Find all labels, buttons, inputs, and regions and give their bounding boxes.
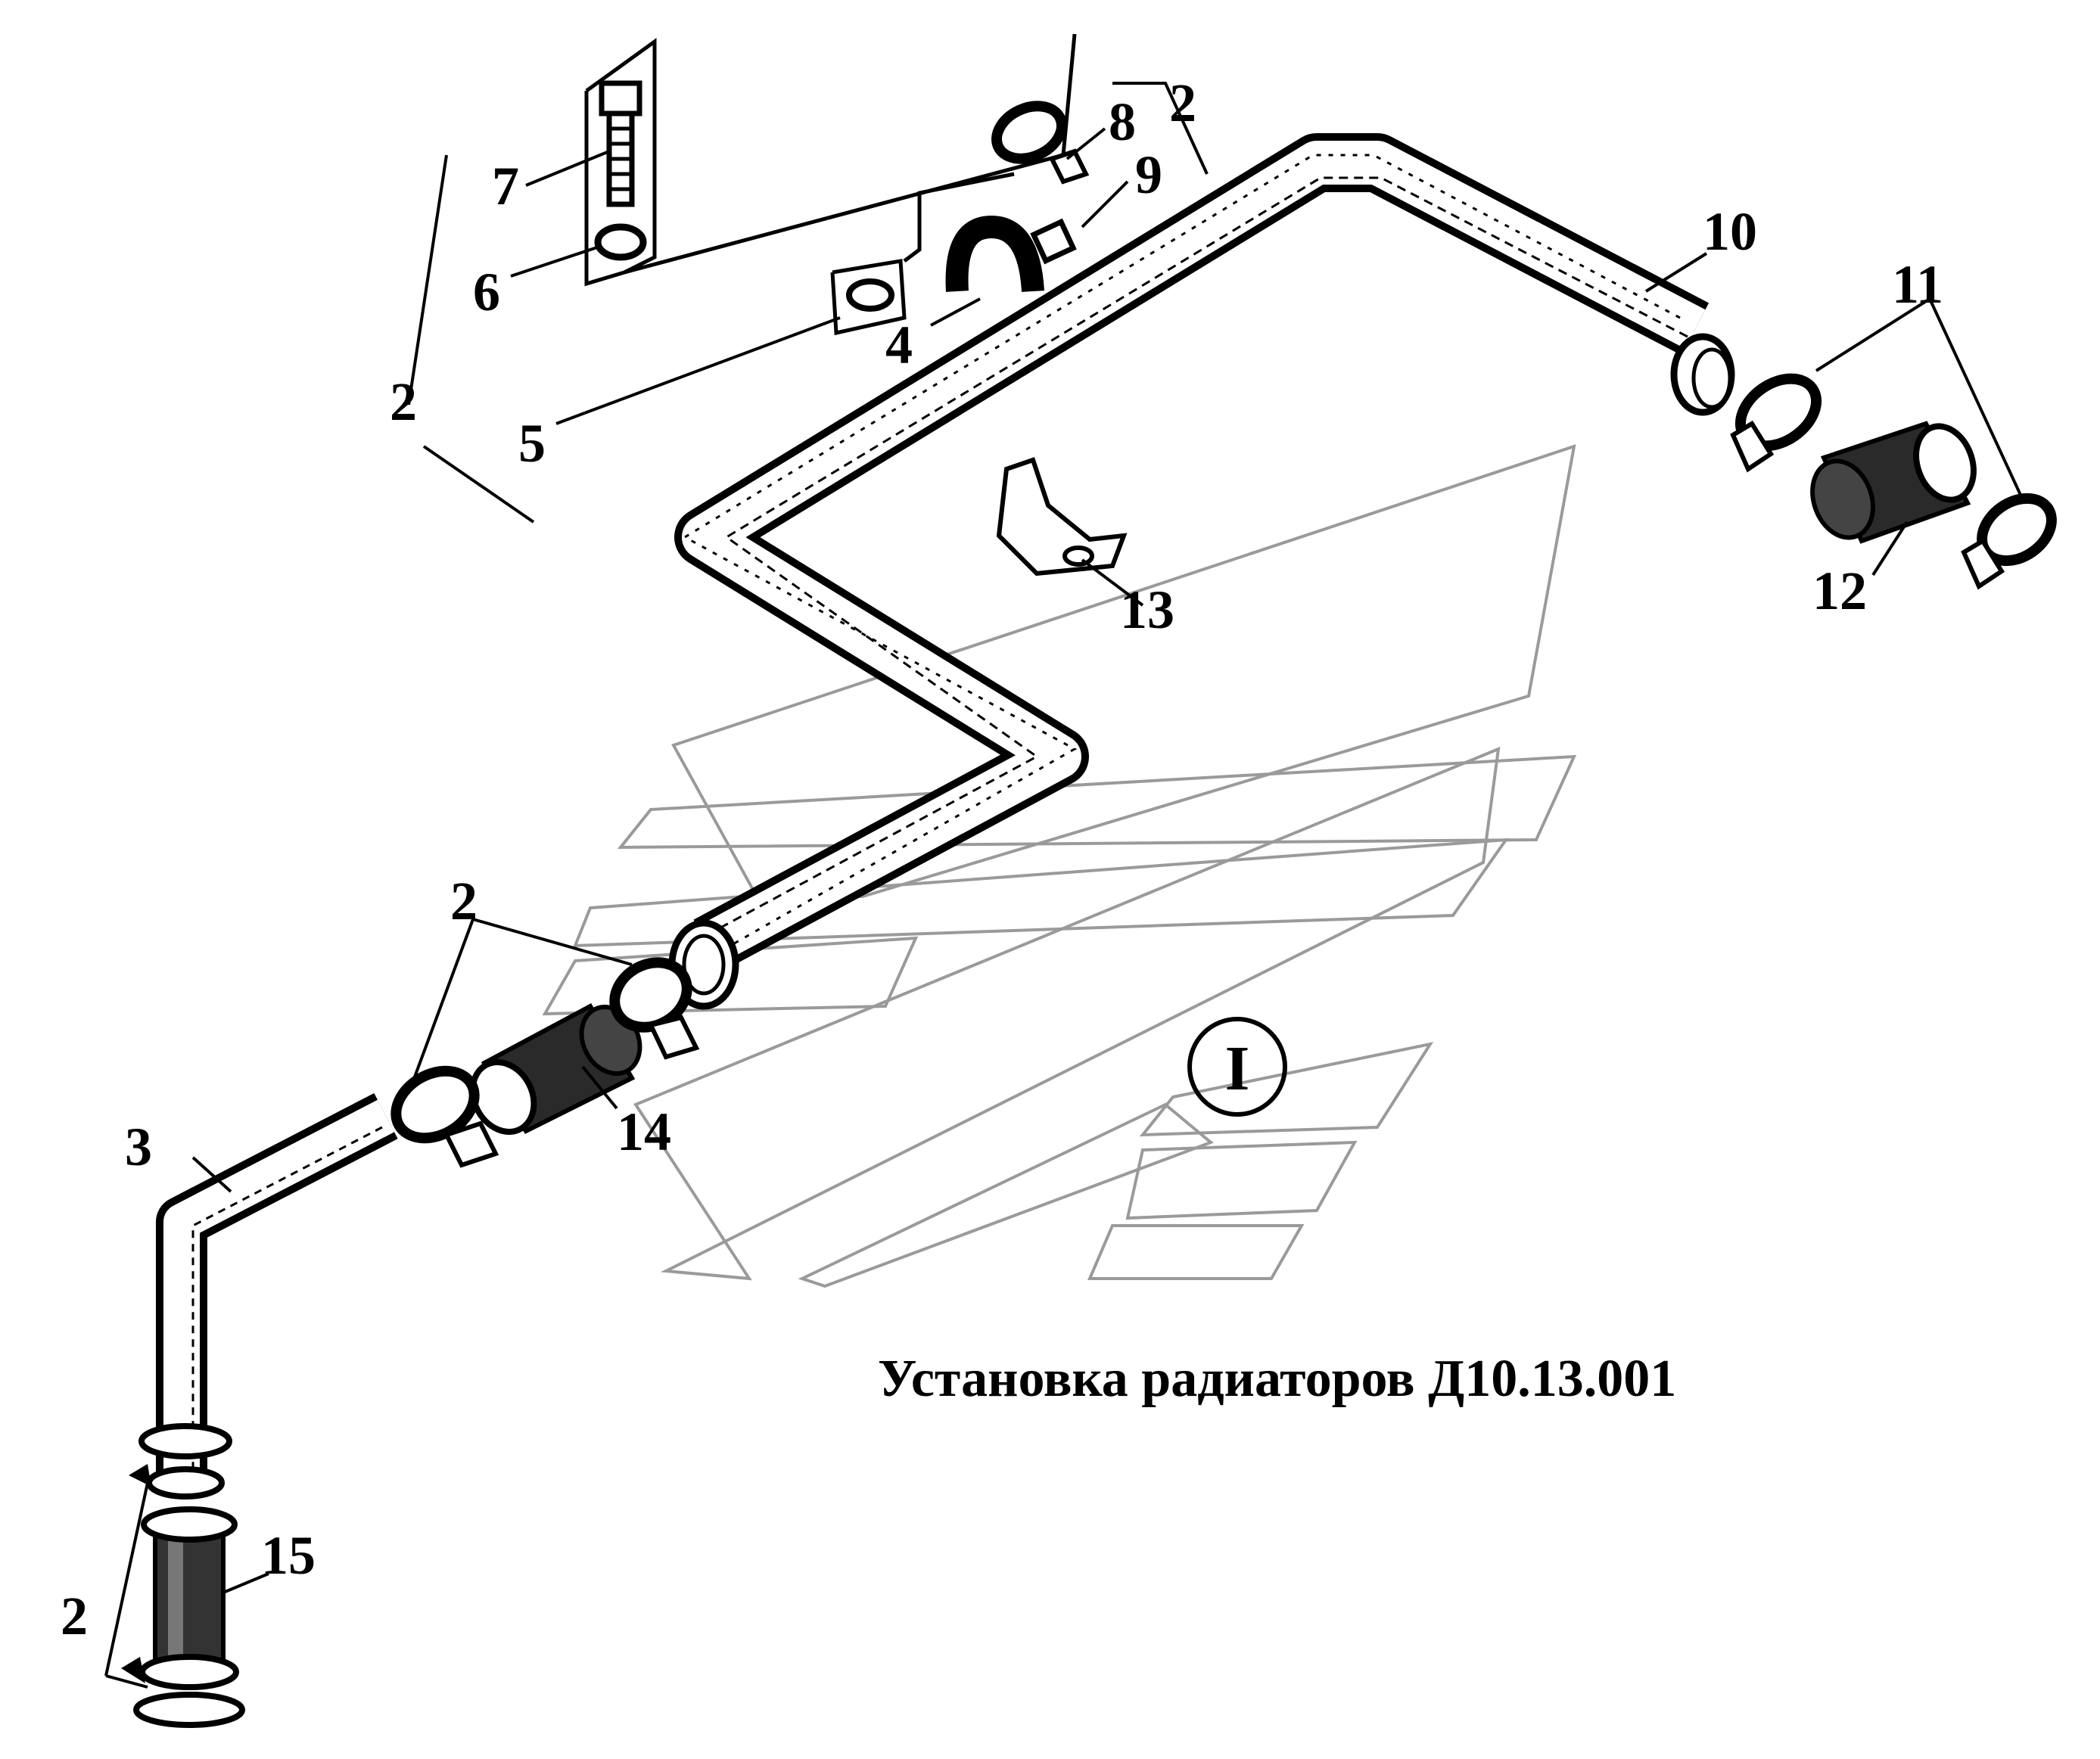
hose-15 [121,1464,245,1728]
bracket-13 [996,457,1128,576]
plate-5 [830,172,1015,336]
callout-3: 3 [125,1117,152,1177]
clamps [390,101,2057,1168]
callout-6: 6 [473,262,500,322]
view-marker-label: I [1225,1033,1250,1104]
pipe-long-outline [674,133,1710,972]
radiator-pipe-long [668,133,1735,1010]
callout-5: 5 [518,413,546,474]
callout-9: 9 [1135,145,1162,205]
callout-14: 14 [617,1102,671,1162]
callout-7: 7 [492,156,519,216]
callout-2-top: 2 [1169,73,1196,133]
callout-8: 8 [1109,92,1136,152]
view-marker: I [1187,1017,1287,1117]
pipe-long-shade [714,176,1688,932]
callout-4: 4 [885,315,913,375]
callout-10: 10 [1703,201,1757,262]
radiator-pipe-short [138,1092,398,1500]
mounting-panel [584,33,1077,287]
callout-11: 11 [1892,254,1943,315]
diagram-title: Установка радиаторов Д10.13.001 [878,1350,1676,1408]
callout-2-bottom: 2 [61,1586,88,1646]
watermark-logo [542,444,1577,1288]
pipe-long-fill [682,141,1706,965]
bracket-4 [945,215,1077,293]
leader-lines [104,82,2026,1689]
callout-12: 12 [1812,561,1867,621]
callout-13: 13 [1120,580,1174,640]
hose-12 [1810,421,1977,544]
callouts: 7 6 5 4 8 9 2 2 10 11 12 13 2 14 3 15 2 [61,73,1943,1646]
callout-2-middle: 2 [450,871,478,931]
callout-15: 15 [261,1525,316,1586]
callout-2-left: 2 [390,371,417,432]
